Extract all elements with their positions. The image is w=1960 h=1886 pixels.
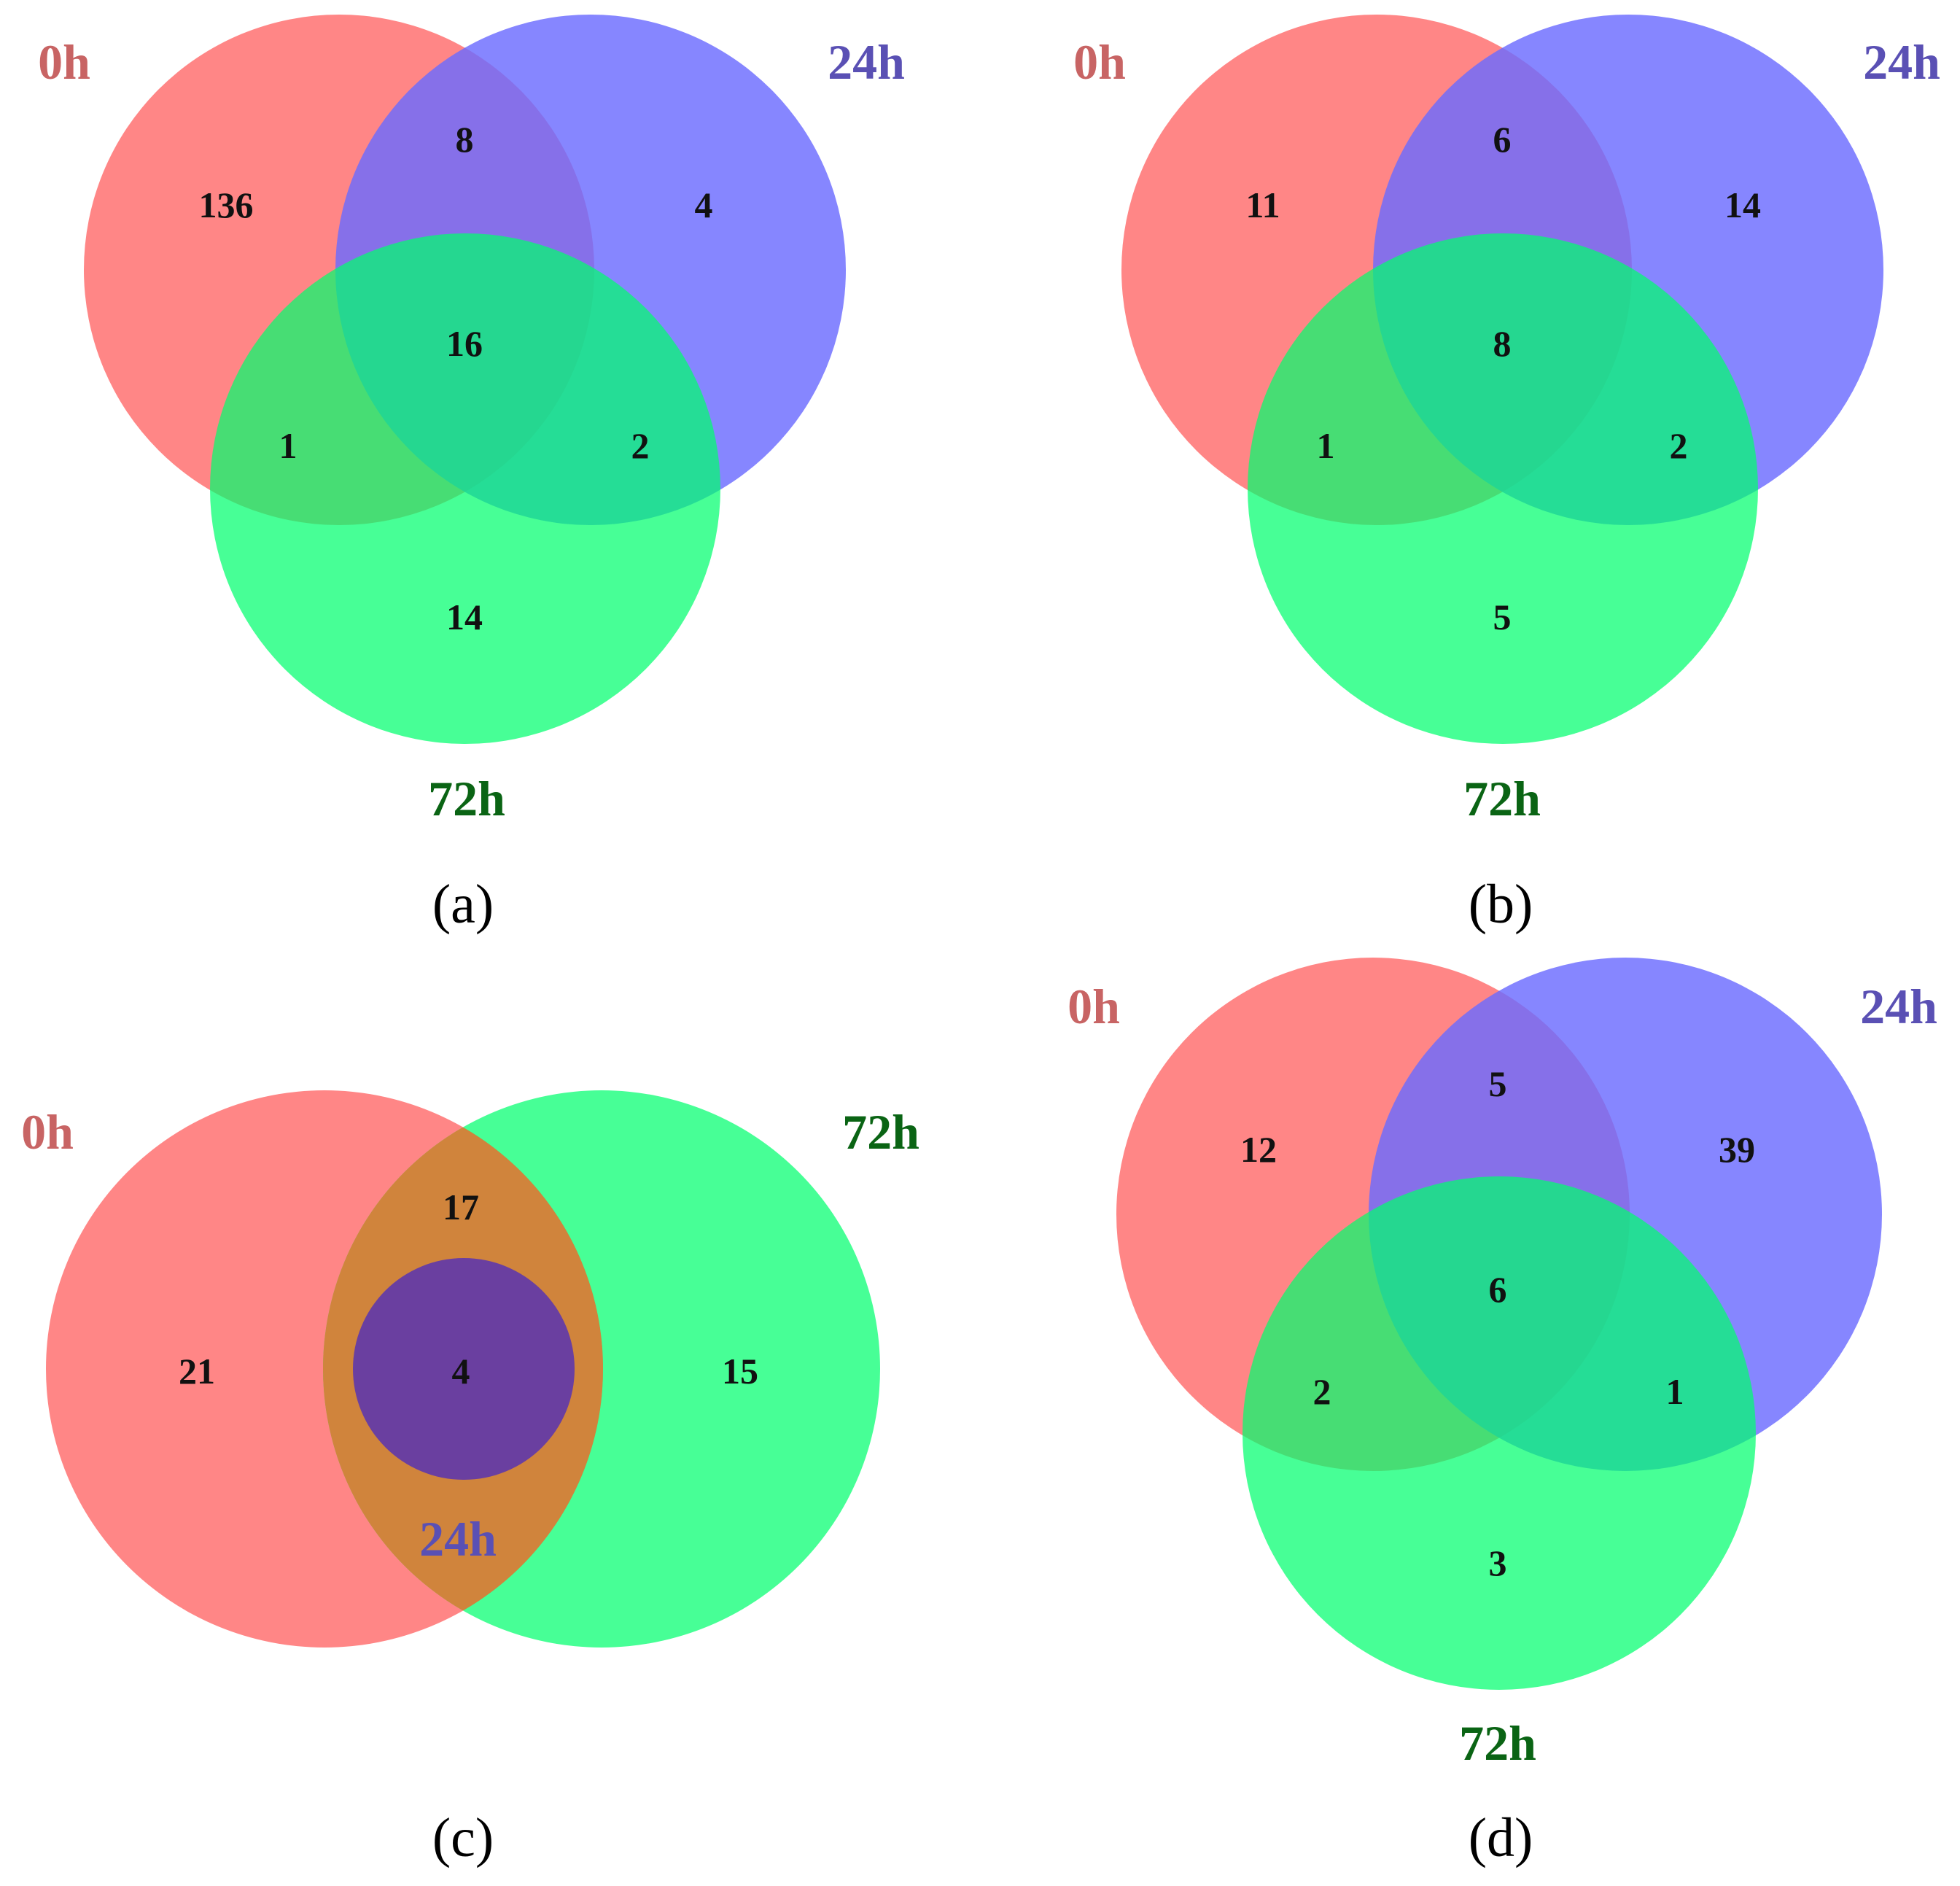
- count-24h-only: 4: [695, 185, 713, 225]
- set-label-0h: 0h: [1073, 34, 1126, 90]
- set-label-24h: 24h: [1860, 979, 1937, 1034]
- panel-caption: (b): [1469, 874, 1533, 935]
- count-0h-24h: 8: [456, 119, 474, 160]
- set-label-72h: 72h: [428, 771, 505, 826]
- set-label-24h: 24h: [1863, 34, 1940, 90]
- panel-caption: (a): [432, 874, 494, 935]
- count-all-three: 16: [446, 323, 483, 364]
- count-0h-only: 11: [1245, 185, 1280, 225]
- set-label-72h: 72h: [1459, 1715, 1536, 1771]
- count-0h-24h: 6: [1493, 119, 1512, 160]
- panel-c: 0h 72h 24h 21 17 4 15 (c): [21, 1090, 919, 1868]
- set-label-0h: 0h: [1068, 979, 1120, 1034]
- set-24h-circle: [353, 1258, 575, 1480]
- count-72h-only: 15: [722, 1351, 758, 1392]
- set-72h-circle: [210, 233, 720, 744]
- count-0h-72h: 2: [1313, 1371, 1331, 1412]
- set-label-0h: 0h: [38, 34, 90, 90]
- count-72h-only: 14: [446, 597, 483, 637]
- panel-caption: (d): [1469, 1807, 1533, 1868]
- count-24h-only: 39: [1719, 1129, 1755, 1170]
- count-all-three: 8: [1493, 323, 1512, 364]
- count-0h-72h: 1: [279, 425, 298, 466]
- panel-d: 0h 24h 72h 12 5 39 6 2 1 3 (d): [1068, 958, 1937, 1868]
- count-72h-only: 3: [1489, 1542, 1507, 1583]
- set-label-72h: 72h: [1463, 771, 1541, 826]
- count-0h-only: 21: [179, 1351, 215, 1392]
- count-24h-inner: 4: [452, 1351, 470, 1392]
- panel-caption: (c): [432, 1807, 494, 1868]
- panel-a: 0h 24h 72h 136 8 4 16 1 2 14 (a): [38, 15, 905, 935]
- panel-b: 0h 24h 72h 11 6 14 8 1 2 5 (b): [1073, 15, 1940, 935]
- count-0h-72h: 1: [1317, 425, 1335, 466]
- overlap-0h-72h-region: [323, 1090, 603, 1648]
- set-label-72h: 72h: [842, 1104, 919, 1160]
- count-0h-72h: 17: [443, 1187, 479, 1227]
- count-0h-24h: 5: [1489, 1063, 1507, 1104]
- count-all-three: 6: [1489, 1269, 1507, 1310]
- count-24h-only: 14: [1724, 185, 1761, 225]
- set-label-0h: 0h: [21, 1104, 74, 1160]
- count-72h-only: 5: [1493, 597, 1512, 637]
- count-24h-72h: 2: [631, 425, 650, 466]
- set-label-24h: 24h: [419, 1511, 497, 1567]
- set-label-24h: 24h: [828, 34, 905, 90]
- count-24h-72h: 2: [1670, 425, 1688, 466]
- count-0h-only: 12: [1240, 1129, 1277, 1170]
- count-0h-only: 136: [199, 185, 254, 225]
- set-72h-circle: [1242, 1176, 1756, 1690]
- set-72h-circle: [1248, 233, 1758, 744]
- count-24h-72h: 1: [1666, 1371, 1684, 1412]
